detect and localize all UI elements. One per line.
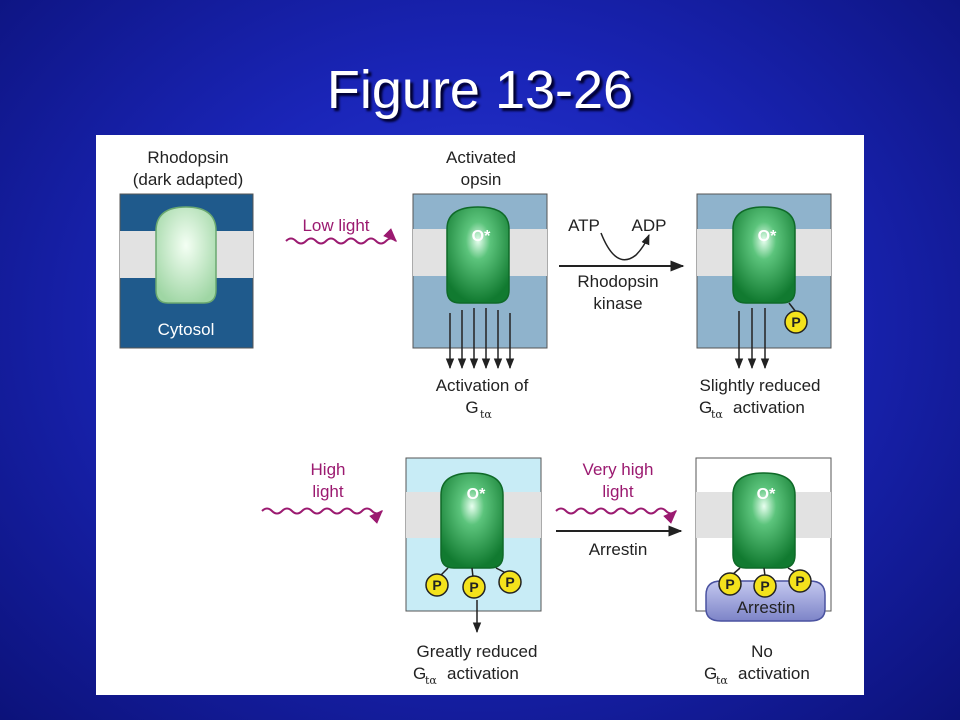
figure-panel: Rhodopsin (dark adapted) Cytosol Low lig… (96, 135, 864, 695)
phosphate-group: P (784, 310, 808, 334)
kinase-label-2: kinase (593, 294, 642, 313)
o-star-label: O* (757, 486, 776, 503)
svg-text:P: P (791, 314, 800, 330)
svg-text:P: P (795, 573, 804, 589)
no-label: No (751, 642, 773, 661)
activation-label-2: activation (733, 398, 805, 417)
very-high-light-wave (555, 507, 677, 524)
o-star-label: O* (472, 228, 491, 245)
phosphate-group: P (788, 569, 812, 593)
svg-text:P: P (760, 578, 769, 594)
kinase-label-1: Rhodopsin (577, 272, 658, 291)
greatly-reduced-label: Greatly reduced (417, 642, 538, 661)
rhodopsin-protein (155, 206, 217, 304)
atp-adp-curve (600, 232, 650, 261)
slightly-reduced-label: Slightly reduced (700, 376, 821, 395)
phosphate-group: P (753, 574, 777, 598)
g-activation-arrows-full (445, 308, 515, 370)
cytosol-label: Cytosol (158, 320, 215, 339)
adp-label: ADP (632, 216, 667, 235)
activation-label-3: activation (447, 664, 519, 683)
very-high-light-label: light (602, 482, 633, 501)
high-light-wave (261, 507, 383, 524)
high-light-label: light (312, 482, 343, 501)
arrestin-protein-label: Arrestin (737, 598, 796, 617)
activated-opsin-protein (446, 206, 510, 304)
g-activation-arrows-reduced (734, 308, 770, 370)
phosphate-group: P (498, 570, 522, 594)
phosphate-group: P (718, 572, 742, 596)
phosphate-group: P (425, 573, 449, 597)
phosphate-group: P (462, 575, 486, 599)
g-sub-1: tα (480, 408, 492, 421)
slide-title: Figure 13-26 (326, 60, 634, 120)
dark-adapted-label: (dark adapted) (133, 170, 244, 189)
activation-label-4: activation (738, 664, 810, 683)
o-star-label: O* (467, 486, 486, 503)
activation-of-label: Activation of (436, 376, 529, 395)
low-light-wave (285, 228, 397, 245)
activated-label: Activated (446, 148, 516, 167)
svg-text:P: P (725, 576, 734, 592)
svg-text:P: P (505, 574, 514, 590)
low-light-label: Low light (302, 216, 369, 235)
g-label-1: G (465, 398, 478, 417)
atp-label: ATP (568, 216, 600, 235)
g-label-4: G (704, 664, 717, 683)
arrestin-step-label: Arrestin (589, 540, 648, 559)
g-sub-2: tα (711, 408, 723, 421)
multi-phosphorylated-opsin-protein (440, 472, 504, 569)
o-star-label: O* (758, 228, 777, 245)
svg-text:P: P (469, 579, 478, 595)
g-label-3: G (413, 664, 426, 683)
phosphorylated-opsin-protein (732, 206, 796, 304)
g-label-2: G (699, 398, 712, 417)
arrestin-bound-opsin-protein (732, 472, 796, 569)
g-sub-4: tα (716, 674, 728, 687)
rhodopsin-label: Rhodopsin (147, 148, 228, 167)
svg-text:P: P (432, 577, 441, 593)
high-label: High (311, 460, 346, 479)
very-high-label: Very high (583, 460, 654, 479)
opsin-label: opsin (461, 170, 502, 189)
g-sub-3: tα (425, 674, 437, 687)
rhodopsin-desensitization-diagram: Rhodopsin (dark adapted) Cytosol Low lig… (119, 148, 832, 687)
